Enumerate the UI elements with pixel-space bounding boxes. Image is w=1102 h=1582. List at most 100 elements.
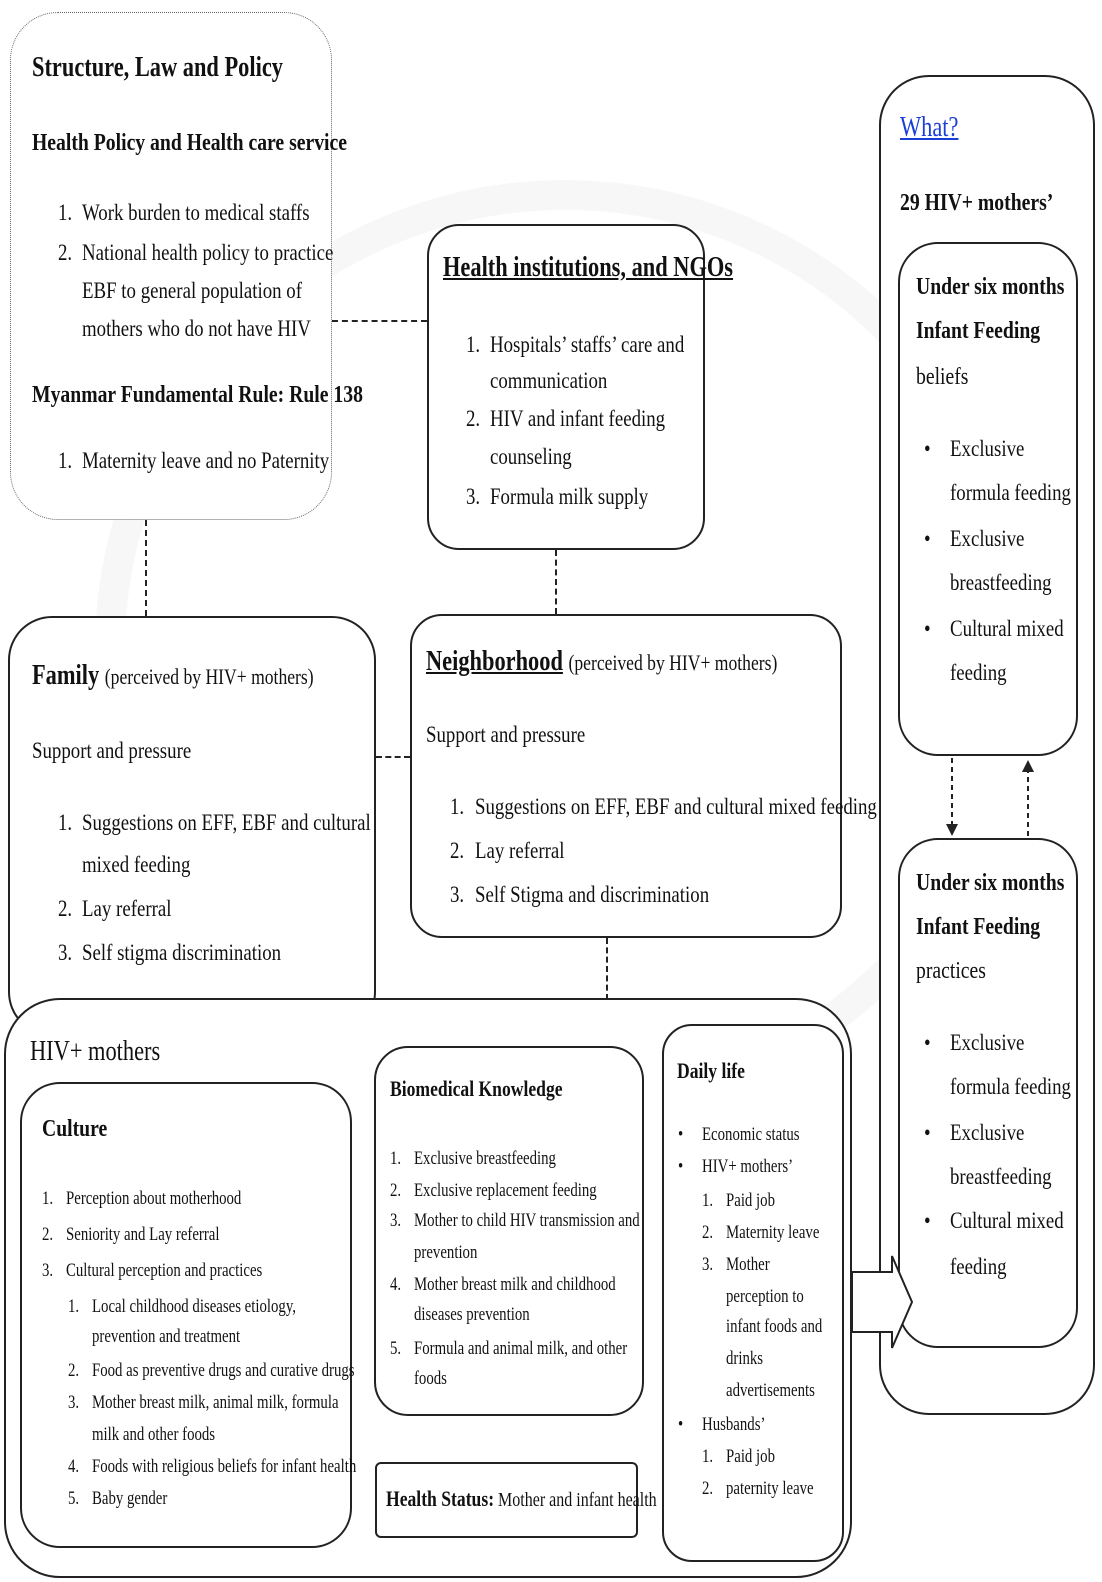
bullet: • (678, 1156, 684, 1177)
list-number: 2. (58, 896, 73, 921)
list-item: Lay referral (475, 838, 565, 863)
practices-title-line: Infant Feeding (916, 914, 1041, 940)
daily-bullet-item: Economic status (702, 1124, 800, 1145)
practices-box (898, 838, 1078, 1348)
health-status-box (375, 1462, 638, 1538)
daily-life-title: Daily life (677, 1058, 745, 1083)
list-item: counseling (490, 444, 572, 469)
list-item: EBF to general population of (82, 278, 303, 303)
list-item: Suggestions on EFF, EBF and cultural mix… (475, 794, 877, 819)
list-number: 1. (58, 448, 73, 473)
bullet: • (678, 1414, 684, 1435)
list-item: Work burden to medical staffs (82, 200, 310, 225)
practice-item: Cultural mixed (950, 1208, 1064, 1233)
beliefs-box (898, 242, 1078, 756)
sublist-item: prevention and treatment (92, 1326, 241, 1347)
practices-title-line: Under six months (916, 870, 1065, 896)
what-subtitle: 29 HIV+ mothers’ (900, 190, 1054, 216)
list-item: communication (490, 368, 608, 393)
health-institutions-title: Health institutions, and NGOs (443, 252, 734, 283)
list-item: infant foods and (726, 1316, 823, 1337)
connector-structure-health-inst (332, 320, 427, 322)
belief-item: Cultural mixed (950, 616, 1064, 641)
bullet: • (924, 436, 931, 461)
block-arrow-mothers-to-what (851, 1255, 914, 1349)
list-item: Lay referral (82, 896, 172, 921)
list-number: 2. (702, 1478, 714, 1499)
culture-title: Culture (42, 1116, 108, 1142)
list-item: prevention (414, 1242, 478, 1263)
neighborhood-box (410, 614, 842, 938)
family-title: Family (perceived by HIV+ mothers) (32, 660, 314, 692)
list-item: Paid job (726, 1190, 775, 1211)
family-title-text: Family (32, 660, 100, 691)
list-item: HIV and infant feeding (490, 406, 666, 431)
hiv-mothers-title: HIV+ mothers (30, 1036, 161, 1067)
neighborhood-title-text: Neighborhood (426, 646, 563, 677)
health-status-value: Mother and infant health (498, 1489, 657, 1511)
list-item: Mother (726, 1254, 770, 1275)
practice-item: Exclusive (950, 1030, 1025, 1055)
neighborhood-subtitle: Support and pressure (426, 722, 586, 747)
connector-structure-family (145, 520, 147, 616)
list-item: Self Stigma and discrimination (475, 882, 710, 907)
list-number: 3. (702, 1254, 714, 1275)
list-item: Maternity leave and no Paternity (82, 448, 330, 473)
sublist-item: milk and other foods (92, 1424, 216, 1445)
list-number: 1. (702, 1190, 714, 1211)
list-item: National health policy to practice (82, 240, 334, 265)
list-number: 1. (68, 1296, 80, 1317)
list-number: 1. (702, 1446, 714, 1467)
list-item: Seniority and Lay referral (66, 1224, 220, 1245)
bullet: • (924, 616, 931, 641)
list-number: 2. (68, 1360, 80, 1381)
bullet: • (924, 1208, 931, 1233)
list-item: Suggestions on EFF, EBF and cultural (82, 810, 371, 835)
list-item: Cultural perception and practices (66, 1260, 263, 1281)
list-number: 2. (42, 1224, 54, 1245)
belief-item: feeding (950, 660, 1007, 685)
list-item: mixed feeding (82, 852, 191, 877)
what-link[interactable]: What? (900, 112, 959, 143)
list-item: diseases prevention (414, 1304, 530, 1325)
beliefs-title-line: Under six months (916, 274, 1065, 300)
bullet: • (678, 1124, 684, 1145)
belief-item: formula feeding (950, 480, 1071, 505)
health-institutions-box (427, 224, 705, 550)
list-number: 1. (42, 1188, 54, 1209)
fundamental-rule-subtitle: Myanmar Fundamental Rule: Rule 138 (32, 382, 363, 408)
list-number: 2. (702, 1222, 714, 1243)
health-policy-subtitle: Health Policy and Health care service (32, 130, 347, 156)
list-item: Formula and animal milk, and other (414, 1338, 628, 1359)
practices-title-line: practices (916, 958, 986, 984)
list-number: 4. (68, 1456, 80, 1477)
culture-box (20, 1082, 352, 1548)
list-number: 3. (390, 1210, 402, 1231)
list-item: Maternity leave (726, 1222, 820, 1243)
list-number: 3. (466, 484, 481, 509)
list-item: Exclusive breastfeeding (414, 1148, 556, 1169)
connector-neighborhood-mothers (606, 938, 608, 1000)
arrow-head-up (1022, 760, 1034, 772)
list-number: 2. (466, 406, 481, 431)
list-number: 5. (390, 1338, 402, 1359)
practice-item: Exclusive (950, 1120, 1025, 1145)
structure-title: Structure, Law and Policy (32, 52, 283, 83)
list-number: 1. (466, 332, 481, 357)
list-item: paternity leave (726, 1478, 814, 1499)
health-status: Health Status: Mother and infant health (386, 1486, 657, 1512)
sublist-item: Baby gender (92, 1488, 168, 1509)
list-number: 1. (390, 1148, 402, 1169)
arrow-head-down (946, 824, 958, 836)
family-note: (perceived by HIV+ mothers) (104, 664, 314, 689)
practice-item: formula feeding (950, 1074, 1071, 1099)
list-number: 1. (58, 810, 73, 835)
list-item: Mother breast milk and childhood (414, 1274, 616, 1295)
beliefs-title-line: Infant Feeding (916, 318, 1041, 344)
list-item: Paid job (726, 1446, 775, 1467)
list-item: Self stigma discrimination (82, 940, 282, 965)
practice-item: breastfeeding (950, 1164, 1052, 1189)
list-number: 3. (68, 1392, 80, 1413)
list-item: Perception about motherhood (66, 1188, 242, 1209)
sublist-item: Foods with religious beliefs for infant … (92, 1456, 357, 1477)
